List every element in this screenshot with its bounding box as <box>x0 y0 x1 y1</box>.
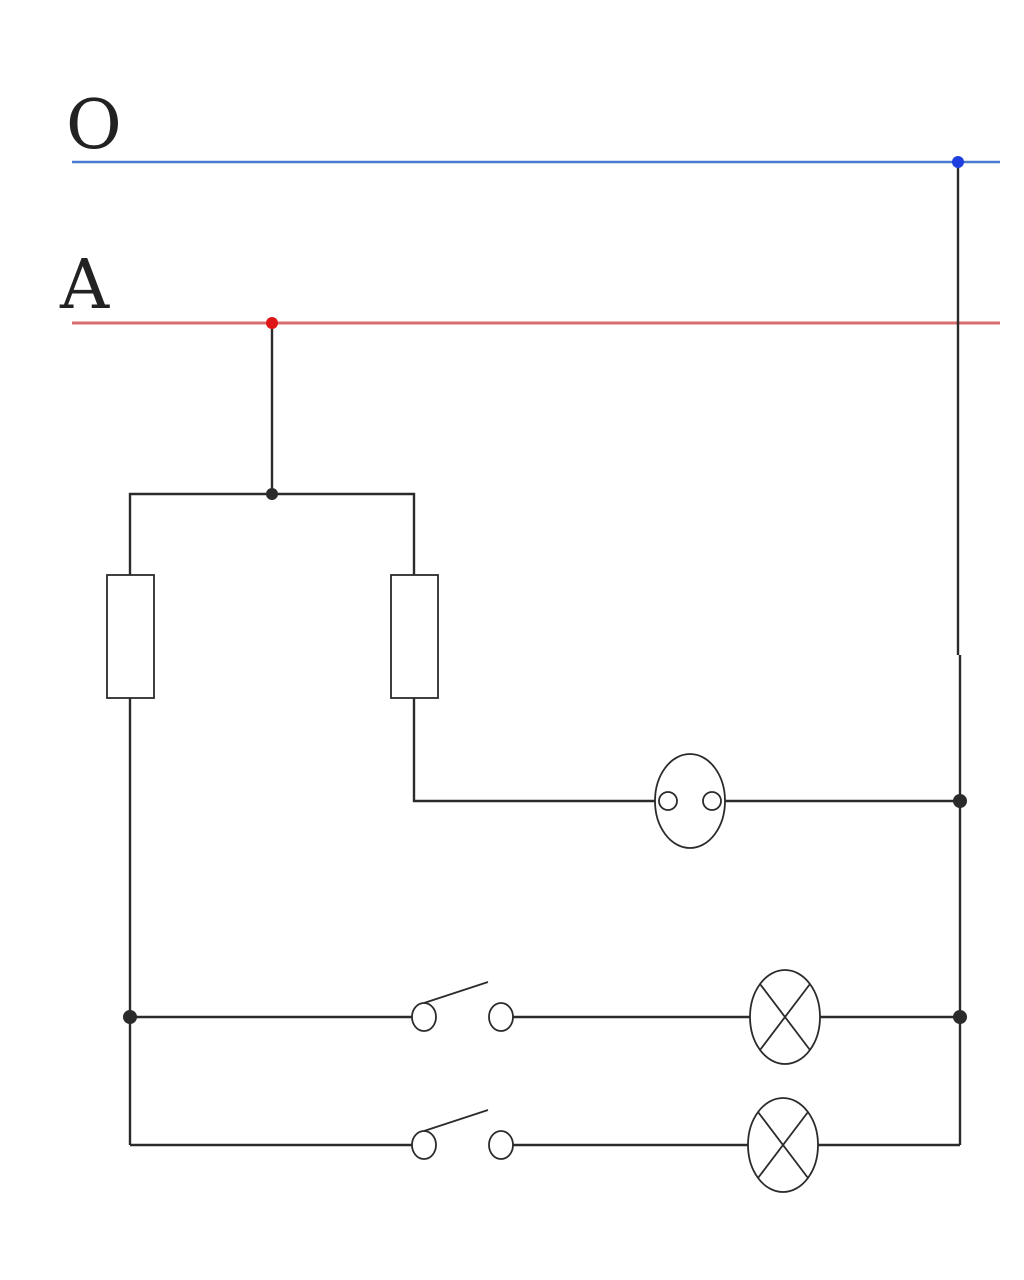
switch-2-terminal-left <box>411 1130 437 1160</box>
socket-hole-left <box>658 791 678 811</box>
switch-2 <box>411 1109 514 1160</box>
fuse-right <box>390 574 439 699</box>
switch-1-terminal-left <box>411 1002 437 1032</box>
live-line-label: A <box>59 246 110 325</box>
lamp-neutral-junction-node <box>953 1010 967 1024</box>
socket-branch-wire <box>412 698 655 803</box>
lamp-2-cross-b <box>757 1111 809 1179</box>
live-junction-node <box>266 317 278 329</box>
neutral-line-label: O <box>66 86 122 165</box>
switch-1-terminal-right <box>488 1002 514 1032</box>
fuse-bus-wire <box>128 492 416 575</box>
neutral-junction-node <box>952 156 964 168</box>
lamp-2 <box>747 1097 819 1193</box>
fuse-bus-junction-node <box>266 488 278 500</box>
socket <box>654 753 726 849</box>
lamp-branch-junction-node <box>123 1010 137 1024</box>
switch-1 <box>411 981 514 1032</box>
lamp-1 <box>749 969 821 1065</box>
fuse-left <box>106 574 155 699</box>
socket-hole-right <box>702 791 722 811</box>
lamp-1-cross-b <box>759 983 811 1051</box>
switch-2-terminal-right <box>488 1130 514 1160</box>
switch-2-lever <box>423 1109 489 1132</box>
switch-1-lever <box>423 981 489 1004</box>
socket-neutral-junction-node <box>953 794 967 808</box>
socket-body <box>654 753 726 849</box>
